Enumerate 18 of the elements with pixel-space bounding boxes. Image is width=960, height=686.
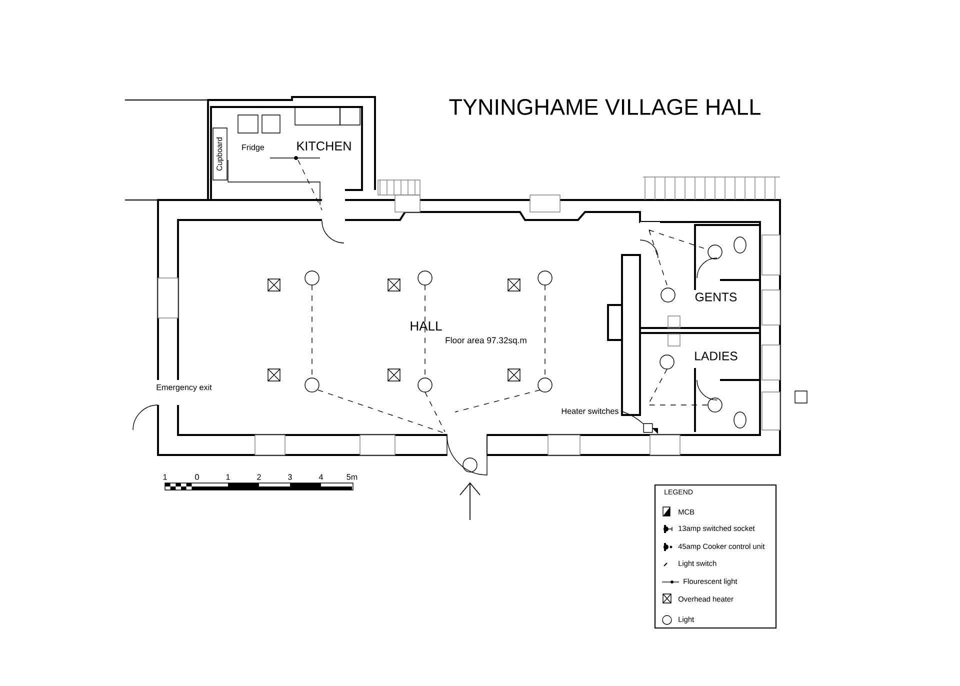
room-label: GENTS (695, 292, 737, 302)
room-label: Fridge (242, 144, 264, 152)
area-label: Floor area 97.32sq.m (446, 337, 526, 346)
scale-number: 1 (163, 474, 167, 480)
scale-number: 3 (288, 474, 292, 480)
scale-number: 4 (318, 474, 323, 480)
callout-text: Heater switches (562, 408, 618, 414)
scale-number: 2 (257, 474, 261, 480)
door-label: Emergency exit (156, 384, 212, 392)
scale-number: 0 (195, 474, 199, 480)
title: TYNINGHAME VILLAGE HALL (449, 99, 760, 115)
scale-number: 5m (346, 474, 358, 480)
scale-number: 1 (226, 474, 230, 480)
leader-line (620, 410, 644, 424)
room-label: LADIES (695, 352, 738, 360)
room-label: HALL (410, 322, 442, 330)
room-label: KITCHEN (297, 142, 351, 150)
switch-box (643, 423, 653, 433)
